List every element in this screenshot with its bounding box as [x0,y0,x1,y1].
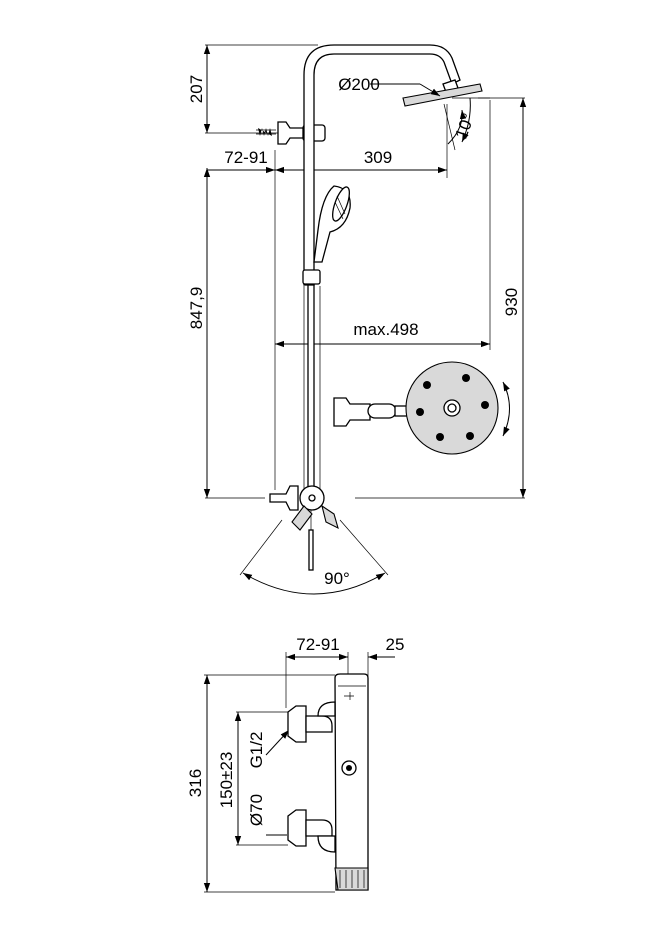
hand-shower [302,185,351,496]
riser-pipe [303,44,461,571]
shower-head: Ø200 10° [338,75,490,151]
thermostatic-mixer-drawing: 316 150±23 G1/2 Ø70 72-91 25 [186,635,405,893]
mixer-body [334,673,369,891]
dim-max-reach: max.498 [353,320,418,339]
dim-total-height: 930 [502,288,521,316]
dim-height-top: 207 [187,75,206,103]
dim-inlet-spacing: 150±23 [217,752,236,809]
shower-column-drawing: 207 847,9 930 72-91 309 max.498 [187,44,527,595]
dim-head-diameter: Ø200 [338,75,380,94]
dim-swivel-angle: 90° [324,569,350,588]
lower-inlet [287,809,336,853]
upper-inlet [287,701,336,743]
dim-arm-length: 309 [364,148,392,167]
dim-valve-depth: 25 [386,635,405,654]
dim-valve-offset: 72-91 [296,635,339,654]
dim-height-lower: 847,9 [187,287,206,330]
head-rotation-detail [333,361,510,455]
dim-valve-height: 316 [186,769,205,797]
dim-tilt-angle: 10° [452,111,479,142]
dim-thread-size: G1/2 [247,732,266,769]
lower-bracket: 90° [239,485,389,595]
dim-cover-diameter: Ø70 [247,794,266,826]
dim-wall-offset-top: 72-91 [224,148,267,167]
